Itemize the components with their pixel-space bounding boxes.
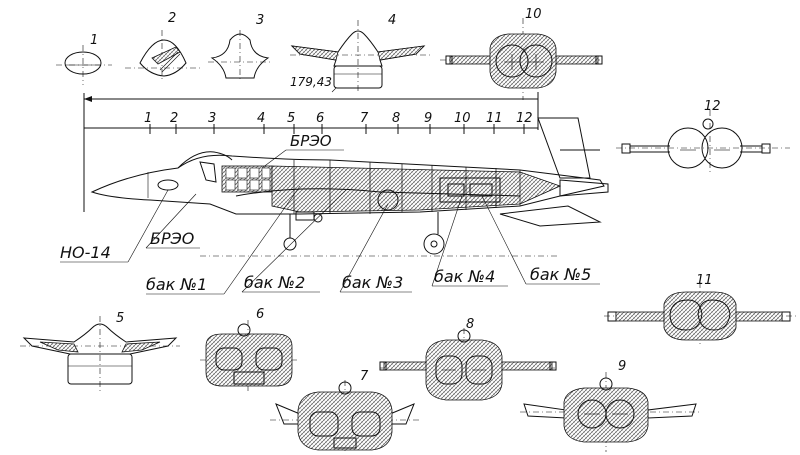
label-tank-5: бак №5 — [530, 265, 591, 284]
label-radar: НО-14 — [60, 243, 111, 262]
scale-tick-12: 12 — [516, 111, 533, 126]
scale-tick-7: 7 — [360, 111, 369, 126]
cross-section-6: 6 — [200, 307, 300, 392]
scale-tick-2: 2 — [170, 111, 178, 126]
scale-tick-4: 4 — [257, 111, 265, 126]
scale-tick-8: 8 — [392, 111, 400, 126]
section-number-12: 12 — [704, 99, 721, 114]
section-number-11: 11 — [696, 273, 713, 288]
section-number-9: 9 — [618, 359, 626, 374]
label-tank-3: бак №3 — [342, 273, 403, 292]
scale-tick-6: 6 — [316, 111, 324, 126]
cross-section-10: 10 — [440, 7, 603, 100]
section-number-4: 4 — [388, 13, 396, 28]
section-number-3: 3 — [256, 13, 264, 28]
cross-section-11: 11 — [604, 273, 796, 346]
cross-section-9: 9 — [520, 359, 700, 452]
section-number-1: 1 — [90, 33, 98, 48]
label-brezo-bottom: БРЭО — [150, 229, 194, 248]
section-number-8: 8 — [466, 317, 474, 332]
callouts: БРЭО НО-14 БРЭО бак №1 бак №2 бак №3 бак… — [60, 132, 600, 295]
label-tank-4: бак №4 — [434, 267, 495, 286]
label-tank-2: бак №2 — [244, 273, 305, 292]
section-number-6: 6 — [256, 307, 264, 322]
cross-section-5: 5 — [20, 311, 180, 392]
scale-tick-3: 3 — [208, 111, 216, 126]
label-brezo-top: БРЭО — [290, 132, 332, 150]
station-scale: 1 2 3 4 5 6 7 8 9 10 11 12 — [83, 92, 539, 212]
cross-section-8: 8 — [379, 317, 557, 402]
scale-tick-10: 10 — [454, 111, 471, 126]
scale-tick-1: 1 — [144, 111, 152, 126]
scale-tick-11: 11 — [486, 111, 503, 126]
section-number-7: 7 — [360, 369, 369, 384]
scale-tick-9: 9 — [424, 111, 432, 126]
dimension-label: 179,43 — [290, 75, 332, 89]
cross-section-2: 2 — [125, 11, 200, 82]
cross-section-4: 4 179,43 — [290, 13, 430, 93]
cross-section-3: 3 — [208, 13, 272, 82]
scale-tick-5: 5 — [287, 111, 295, 126]
cross-section-7: 7 — [270, 369, 420, 452]
cross-section-12: 12 — [616, 99, 790, 175]
section-number-10: 10 — [525, 7, 542, 22]
label-tank-1: бак №1 — [146, 275, 207, 294]
section-number-5: 5 — [116, 311, 124, 326]
aircraft-side-view — [90, 117, 609, 257]
section-number-2: 2 — [168, 11, 176, 26]
cross-section-1: 1 — [56, 33, 112, 85]
